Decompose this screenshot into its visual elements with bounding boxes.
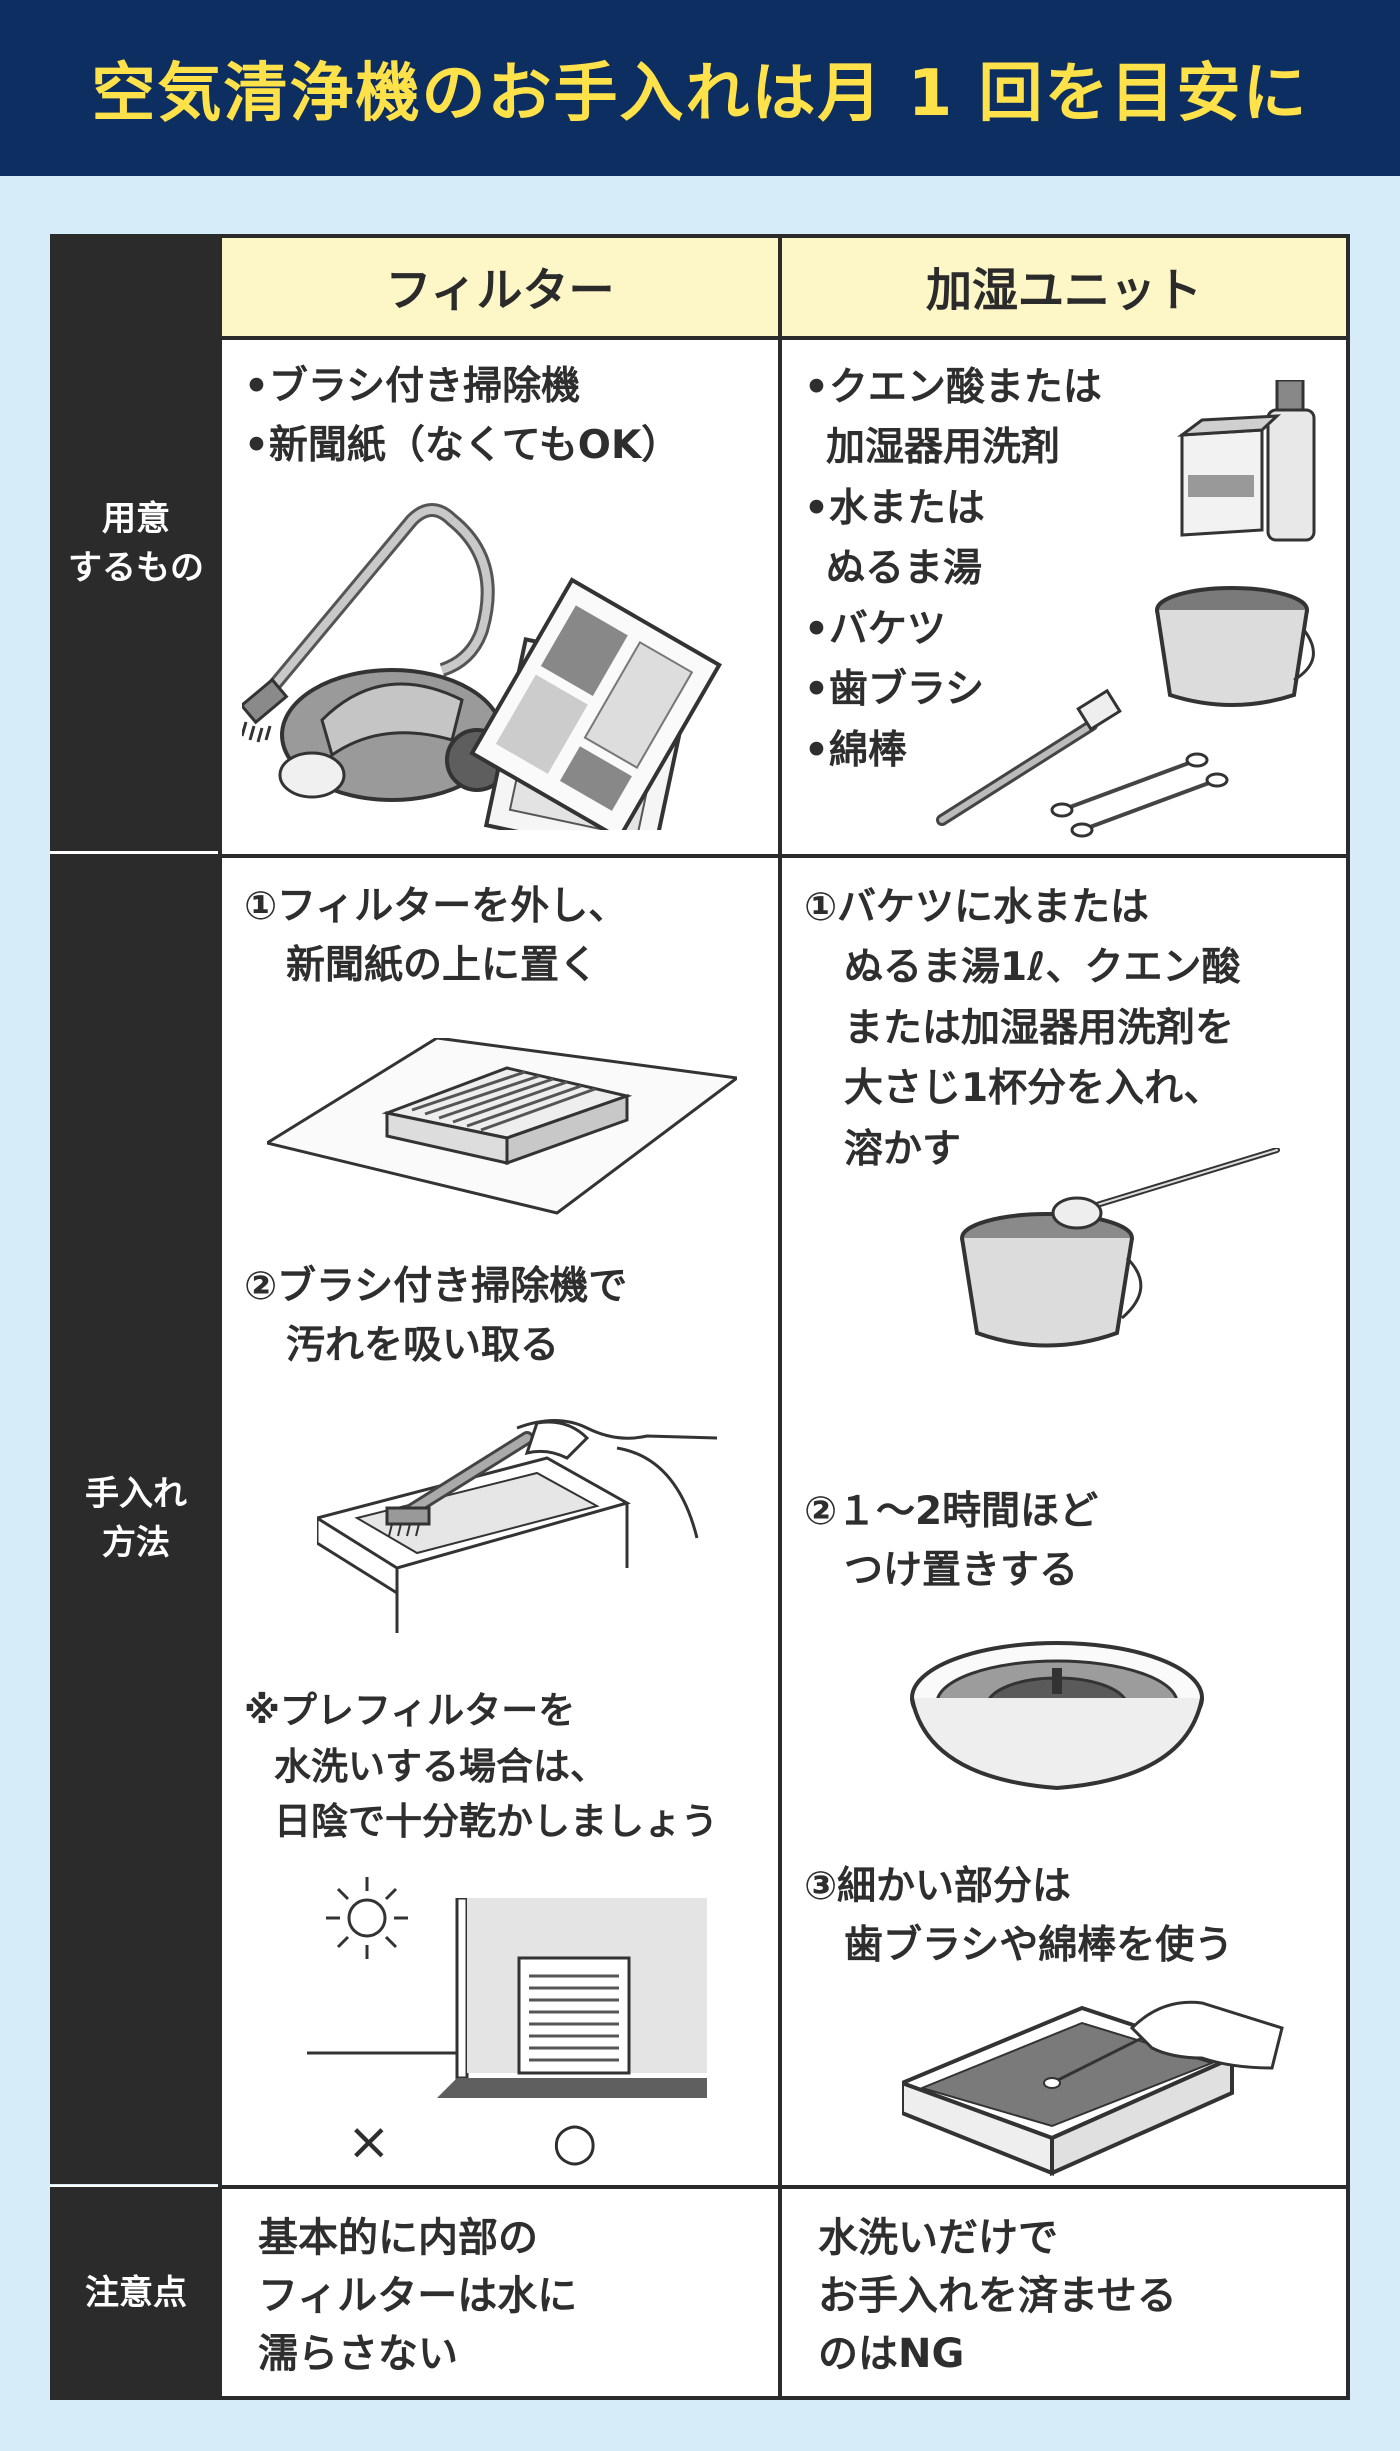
humidifier-step-1-line: 大さじ1杯分を入れ、 xyxy=(844,1066,1223,1112)
bucket-with-spoon-illustration xyxy=(960,1148,1280,1348)
row-label-method-line2: 方法 xyxy=(102,1523,170,1563)
ng-mark: × xyxy=(347,2112,391,2172)
drying-location-illustration xyxy=(307,1898,707,2098)
caution-filter-line: フィルターは水に xyxy=(258,2273,578,2319)
soaking-basin-illustration xyxy=(910,1641,1204,1791)
caution-filter-cell: 基本的に内部の フィルターは水に 濡らさない xyxy=(218,2185,782,2400)
row-label-prepare-line2: するもの xyxy=(68,548,204,588)
header-banner: 空気清浄機のお手入れは月 1 回を目安に xyxy=(0,0,1400,176)
method-humidifier-cell: ①バケツに水または ぬるま湯1ℓ、クエン酸 または加湿器用洗剤を 大さじ1杯分を… xyxy=(778,854,1350,2189)
column-header-humidifier-label: 加湿ユニット xyxy=(926,263,1202,317)
caution-humidifier-cell: 水洗いだけで お手入れを済ませる のはNG xyxy=(778,2185,1350,2400)
prepare-humidifier-item: •綿棒 xyxy=(804,727,907,773)
prepare-humidifier-item: •バケツ xyxy=(804,606,946,652)
row-label-method: 手入れ方法 xyxy=(50,854,222,2184)
prepare-filter-item: •新聞紙（なくてもOK） xyxy=(244,422,681,468)
row-label-caution-text: 注意点 xyxy=(85,2272,187,2313)
prepare-filter-cell: •ブラシ付き掃除機 •新聞紙（なくてもOK） xyxy=(218,336,782,858)
humidifier-step-3-line: 歯ブラシや綿棒を使う xyxy=(844,1922,1234,1968)
ok-mark: ○ xyxy=(552,2112,598,2172)
vacuuming-filter-illustration xyxy=(317,1419,718,1633)
method-filter-cell: ①フィルターを外し、 新聞紙の上に置く ②ブラシ付き掃除機で 汚れを吸い取る xyxy=(218,854,782,2189)
prepare-humidifier-item: •クエン酸または xyxy=(804,365,1102,410)
humidifier-step-1-line: 溶かす xyxy=(844,1126,962,1172)
caution-humidifier-line: 水洗いだけで xyxy=(818,2215,1058,2261)
humidifier-step-1-line: または加湿器用洗剤を xyxy=(844,1005,1235,1051)
row-label-caution: 注意点 xyxy=(50,2187,222,2400)
humidifier-step-2-line: つけ置きする xyxy=(844,1547,1079,1593)
row-divider xyxy=(50,851,218,855)
filter-on-newspaper-illustration xyxy=(267,1038,737,1215)
column-header-humidifier: 加湿ユニット xyxy=(778,234,1350,340)
filter-step-1-line: 新聞紙の上に置く xyxy=(286,942,599,988)
prepare-filter-item: •ブラシ付き掃除機 xyxy=(244,364,581,409)
row-label-prepare: 用意するもの xyxy=(50,234,222,854)
caution-humidifier-line: お手入れを済ませる xyxy=(818,2273,1177,2319)
filter-note-line: ※プレフィルターを xyxy=(244,1689,576,1732)
caution-filter-line: 濡らさない xyxy=(258,2331,458,2377)
column-header-filter-label: フィルター xyxy=(385,263,615,317)
row-label-prepare-line1: 用意 xyxy=(102,498,170,539)
humidifier-step-2-line: ②１〜2時間ほど xyxy=(804,1489,1099,1534)
tray-cleaning-illustration xyxy=(902,2000,1284,2177)
humidifier-step-3-line: ③細かい部分は xyxy=(804,1864,1072,1909)
row-label-method-line1: 手入れ xyxy=(85,1473,187,1514)
filter-note-line: 水洗いする場合は、 xyxy=(274,1744,607,1788)
column-header-filter: フィルター xyxy=(218,234,782,340)
filter-note-line: 日陰で十分乾かしましょう xyxy=(274,1800,718,1843)
caution-humidifier-line: のはNG xyxy=(818,2331,965,2377)
humidifier-step-1-line: ぬるま湯1ℓ、クエン酸 xyxy=(844,945,1241,991)
caution-filter-line: 基本的に内部の xyxy=(258,2215,538,2261)
care-table: 用意するもの 手入れ方法 注意点 フィルター 加湿ユニット •ブラシ付き掃除機 … xyxy=(50,234,1350,2400)
page-title: 空気清浄機のお手入れは月 1 回を目安に xyxy=(91,57,1309,131)
filter-step-2-line: 汚れを吸い取る xyxy=(286,1322,560,1368)
filter-step-1-line: ①フィルターを外し、 xyxy=(244,884,628,929)
prepare-humidifier-item: •歯ブラシ xyxy=(804,667,985,713)
prepare-humidifier-item: •水または xyxy=(804,485,985,531)
sun-icon xyxy=(326,1877,408,1959)
prepare-humidifier-cell: •クエン酸または 加湿器用洗剤 •水または ぬるま湯 •バケツ •歯ブラシ •綿… xyxy=(778,336,1350,858)
prepare-humidifier-item: 加湿器用洗剤 xyxy=(826,425,1061,471)
supplies-illustration xyxy=(936,380,1316,838)
humidifier-step-1-line: ①バケツに水または xyxy=(804,885,1150,930)
prepare-humidifier-item: ぬるま湯 xyxy=(826,546,983,592)
filter-step-2-line: ②ブラシ付き掃除機で xyxy=(244,1264,628,1309)
vacuum-and-newspaper-illustration xyxy=(242,503,722,830)
